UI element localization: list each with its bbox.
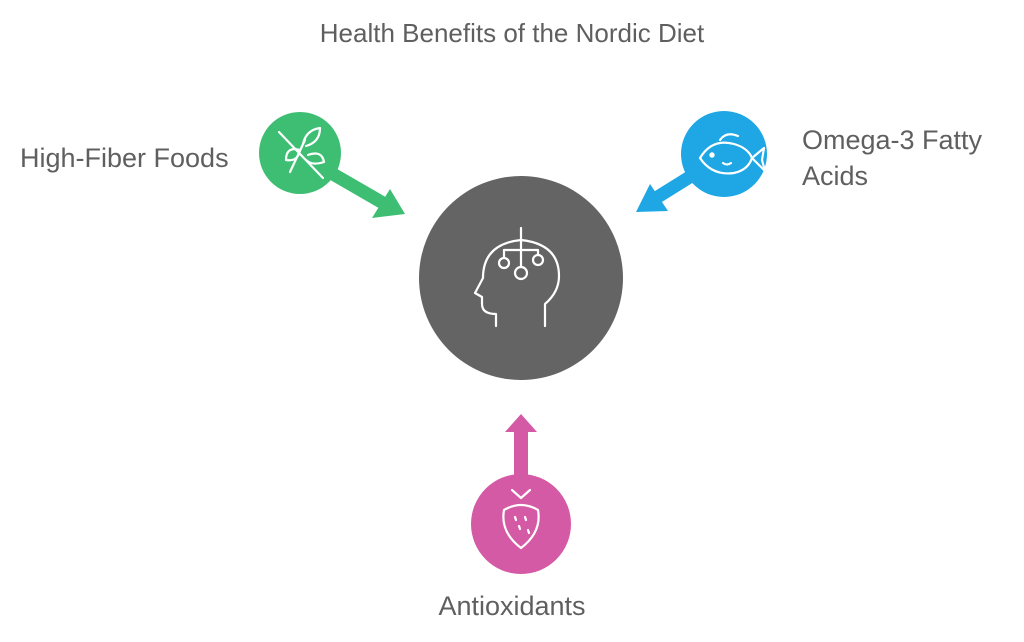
diagram-title: Health Benefits of the Nordic Diet (319, 18, 705, 48)
antioxidants-node (471, 474, 571, 574)
brain-head-icon (473, 226, 561, 328)
strawberry-icon (502, 488, 540, 550)
omega-node (681, 111, 767, 197)
center-node (419, 176, 623, 380)
label-antioxidants: Antioxidants (438, 591, 586, 621)
arrow-antioxidants-to-center (505, 414, 537, 480)
label-high-fiber-foods: High-Fiber Foods (20, 143, 229, 173)
fish-icon (698, 133, 767, 175)
fiber-node (259, 112, 341, 194)
no-leaf-icon (277, 126, 326, 180)
label-omega-3-fatty-acids: Omega-3 Fatty Acids (802, 125, 983, 191)
